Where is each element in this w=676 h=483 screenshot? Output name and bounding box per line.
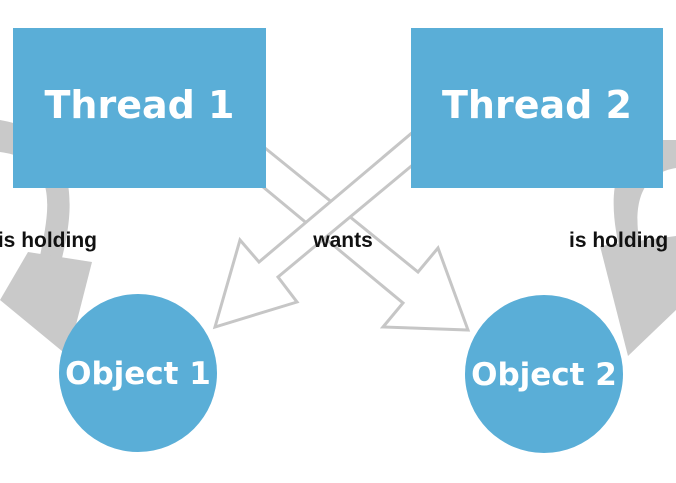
object-2-circle [465,295,623,453]
thread-2-label: Thread 2 [442,83,632,127]
wants-label: wants [312,229,373,252]
object-1-circle [59,294,217,452]
holding-arrow-right-head [600,236,676,356]
thread-1-label: Thread 1 [45,83,235,127]
wants-arrow-thread2-to-object1 [212,130,436,330]
object-2-label: Object 2 [471,357,617,393]
object-1-label: Object 1 [65,356,211,392]
holding-arrow-left-head [0,252,92,356]
holding-label-left: is holding [0,229,97,252]
thread-2-box [411,28,663,188]
wants-arrows [212,130,471,332]
thread-1-box [13,28,266,188]
holding-label-right: is holding [569,229,668,252]
wants-arrow-thread1-to-object2 [242,145,471,332]
